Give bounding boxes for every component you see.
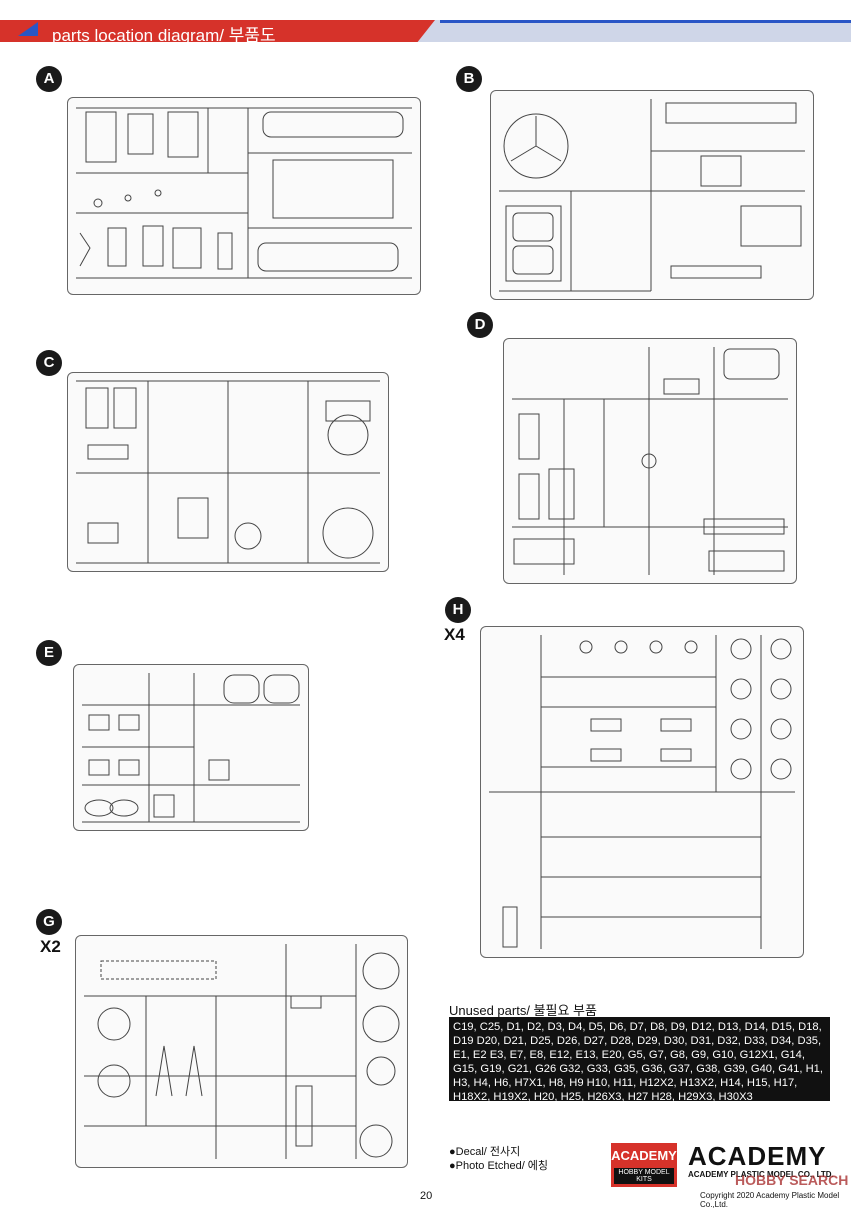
page-title: parts location diagram/ 부품도 [52,26,276,45]
legend-decal: ●Decal/ 전사지 [449,1146,521,1158]
section-badge-h: H [445,597,471,623]
section-multiplier-g: X2 [40,937,61,956]
header-blue-line [440,20,851,23]
sprue-frame-g [75,935,408,1168]
sprue-g-drawing [84,944,400,1159]
sprue-d-drawing [512,347,788,575]
section-badge-g: G [36,909,62,935]
section-badge-d: D [467,312,493,338]
unused-parts-list: C19, C25, D1, D2, D3, D4, D5, D6, D7, D8… [449,1017,830,1103]
section-badge-b: B [456,66,482,92]
copyright: Copyright 2020 Academy Plastic Model Co.… [700,1191,840,1209]
sprue-frame-b [490,90,814,300]
watermark: HOBBY SEARCH [735,1172,849,1188]
sprue-e-drawing [82,673,300,823]
page-header: parts location diagram/ 부품도 [0,0,851,48]
sprue-b-drawing [499,99,805,292]
legend-photo-etched: ●Photo Etched/ 에칭 [449,1160,549,1172]
section-badge-c: C [36,350,62,376]
brand-sub: ACADEMY PLASTIC MODEL CO., LTD. [688,1170,834,1179]
sprue-frame-c [67,372,389,572]
logo-sub: HOBBY MODEL KITS [614,1168,674,1184]
page-number: 20 [420,1190,433,1202]
header-red-band [0,20,435,42]
sprue-frame-h [480,626,804,958]
sprue-a-drawing [76,107,412,279]
sprue-c-drawing [76,380,380,564]
sprue-frame-a [67,97,421,295]
brand-name: ACADEMY [688,1141,827,1171]
header-triangle-icon [18,22,38,36]
sprue-h-drawing [489,635,795,949]
section-badge-a: A [36,66,62,92]
academy-logo: ACADEMY HOBBY MODEL KITS [611,1143,677,1187]
logo-name: ACADEMY [611,1148,677,1163]
unused-parts-title: Unused parts/ 불필요 부품 [449,1003,597,1018]
sprue-frame-e [73,664,309,831]
sprue-frame-d [503,338,797,584]
section-multiplier-h: X4 [444,625,465,644]
section-badge-e: E [36,640,62,666]
